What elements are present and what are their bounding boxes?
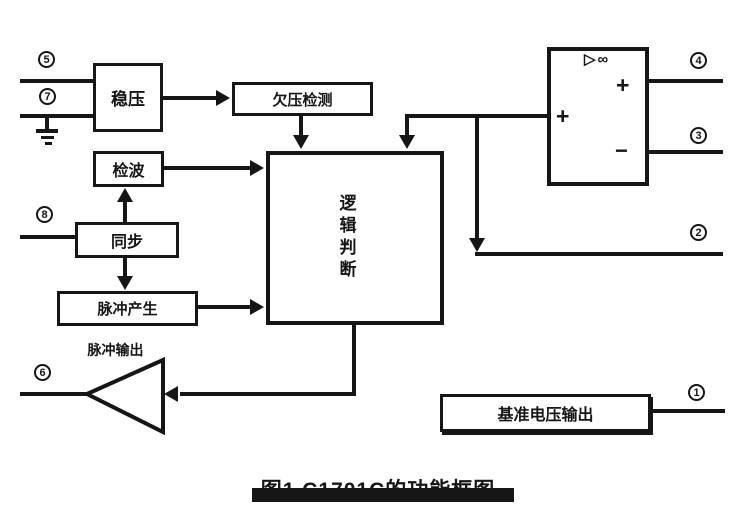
- wire-pin6: [20, 392, 88, 396]
- pin-7-badge: 7: [39, 88, 56, 105]
- detector-box: 检波: [93, 151, 164, 187]
- wire-pin1: [650, 409, 725, 413]
- arrowhead-down-icon: [399, 135, 415, 149]
- wire-sync-to-detector: [123, 201, 127, 223]
- arrowhead-right-icon: [216, 90, 230, 106]
- opamp-gain-symbol: ▷∞: [584, 51, 611, 68]
- wire-pin3: [649, 150, 723, 154]
- wire-regulator-to-undervoltage: [163, 96, 216, 100]
- pulse-output-label: 脉冲输出: [87, 342, 144, 358]
- wire-logic-down: [352, 325, 356, 396]
- wire-branch-to-pin2: [475, 114, 479, 241]
- opamp-plus-output: +: [616, 72, 630, 98]
- arrowhead-down-icon: [469, 238, 485, 252]
- opamp-box: [547, 47, 649, 186]
- vref-output-label: 基准电压输出: [497, 407, 594, 424]
- wire-undervoltage-to-logic: [299, 115, 303, 137]
- regulator-label: 稳压: [111, 90, 145, 109]
- wire-logic-to-buffer: [180, 392, 356, 396]
- undervoltage-detect-label: 欠压检测: [272, 91, 333, 109]
- arrowhead-down-icon: [117, 276, 133, 290]
- sync-box: 同步: [75, 222, 179, 258]
- vref-output-box: 基准电压输出: [440, 394, 651, 432]
- pin-5-badge: 5: [38, 51, 55, 68]
- regulator-box: 稳压: [93, 63, 163, 132]
- pin-1-badge: 1: [688, 384, 705, 401]
- pulse-generate-label: 脉冲产生: [97, 301, 158, 318]
- wire-detector-to-logic: [163, 166, 250, 170]
- pin-3-badge: 3: [690, 127, 707, 144]
- wire-pin4: [649, 79, 723, 83]
- wire-pin5: [20, 79, 93, 83]
- sync-label: 同步: [110, 234, 143, 251]
- buffer-triangle-icon: [82, 356, 165, 436]
- wire-pulsegen-to-logic: [197, 305, 250, 309]
- wire-sync-to-pulsegen: [123, 257, 127, 277]
- pulse-generate-box: 脉冲产生: [57, 291, 198, 326]
- arrowhead-right-icon: [250, 299, 264, 315]
- pin-4-badge: 4: [690, 52, 707, 69]
- pin-6-badge: 6: [34, 364, 51, 381]
- caption-redaction-bar: [252, 488, 514, 502]
- pin-8-badge: 8: [36, 206, 53, 223]
- arrowhead-left-icon: [164, 386, 178, 402]
- undervoltage-detect-box: 欠压检测: [232, 82, 373, 116]
- arrowhead-up-icon: [117, 188, 133, 202]
- arrowhead-down-icon: [293, 135, 309, 149]
- opamp-plus-input: +: [556, 103, 570, 129]
- detector-label: 检波: [112, 163, 145, 180]
- pin-2-badge: 2: [690, 224, 707, 241]
- wire-pin8: [20, 235, 77, 239]
- logic-judge-box: 逻辑判断: [266, 151, 444, 325]
- wire-pin7: [20, 114, 93, 118]
- wire-pin2: [475, 252, 723, 256]
- logic-judge-label: 逻辑判断: [336, 194, 356, 282]
- arrowhead-right-icon: [250, 160, 264, 176]
- wire-corner-to-logic: [405, 114, 409, 137]
- opamp-minus-output: −: [615, 138, 628, 163]
